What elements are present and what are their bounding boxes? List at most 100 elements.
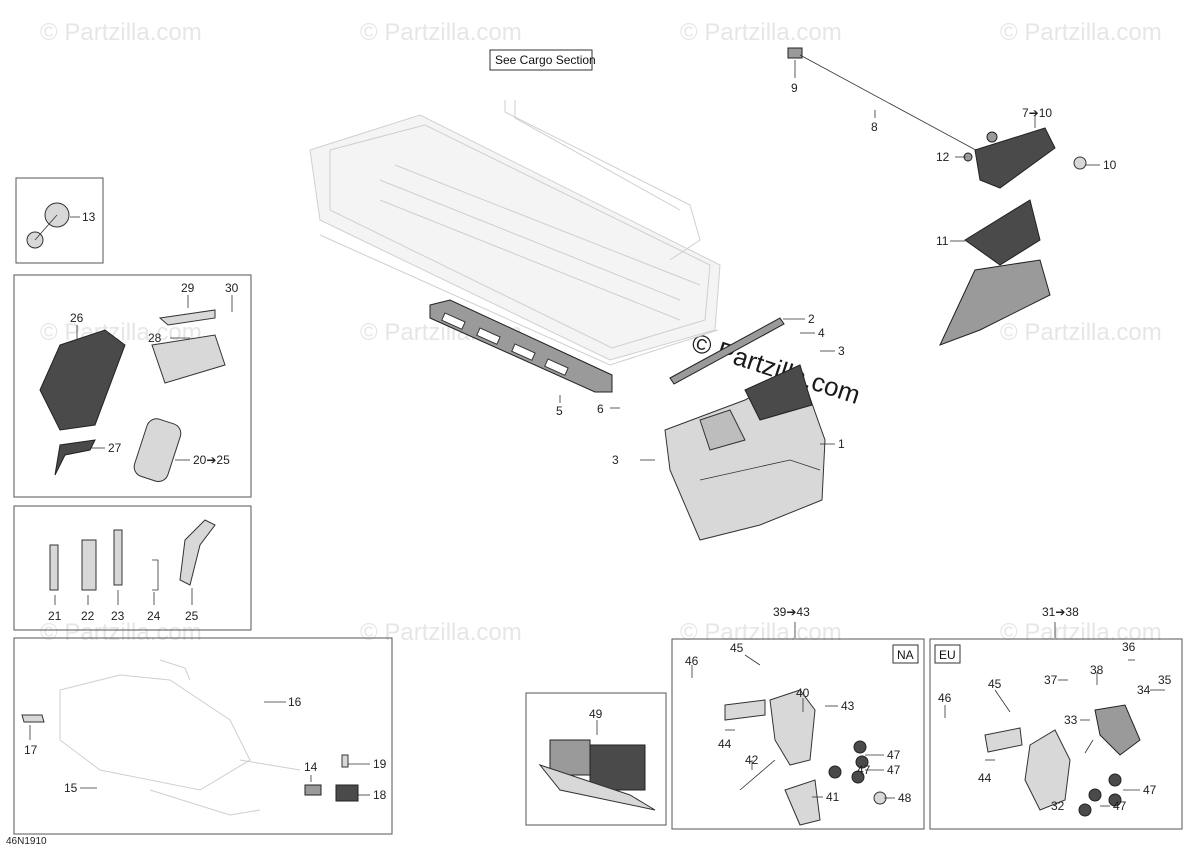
eu-hitch-parts (984, 704, 1141, 817)
watermark: © Partzilla.com (360, 19, 522, 46)
callout-47: 47 (887, 748, 901, 762)
box-tools (13, 505, 252, 631)
callout-27: 27 (108, 441, 122, 455)
callout-47: 47 (1143, 783, 1157, 797)
callout-45: 45 (730, 641, 744, 655)
watermark: © Partzilla.com (360, 619, 522, 646)
callout-12: 12 (936, 150, 950, 164)
callout-17: 17 (24, 743, 38, 757)
callout-25: 25 (185, 609, 199, 623)
callout-28: 28 (148, 331, 162, 345)
region-tag-na: NA (892, 644, 919, 664)
part-28-bag (151, 334, 226, 384)
part-27-clip (54, 439, 96, 476)
box-49 (525, 692, 667, 826)
harness-8-9 (787, 47, 986, 156)
cargo-note: See Cargo Section (489, 49, 596, 71)
callout-48: 48 (898, 791, 912, 805)
callout-3: 3 (612, 453, 619, 467)
callout-8: 8 (871, 120, 878, 134)
part-29-bracket (158, 309, 216, 326)
callout-32: 32 (1051, 799, 1065, 813)
callout-47: 47 (1113, 799, 1127, 813)
tools (49, 519, 216, 591)
callout-10: 10 (1103, 158, 1117, 172)
watermark: © Partzilla.com (680, 619, 842, 646)
callout-38: 38 (1090, 663, 1104, 677)
callout-26: 26 (70, 311, 84, 325)
box-13 (15, 177, 104, 264)
group-na-label: 39➔43 (773, 605, 810, 619)
leader-lines (29, 60, 1165, 807)
callout-11: 11 (936, 234, 949, 248)
callout-42: 42 (745, 753, 759, 767)
callout-35: 35 (1158, 673, 1172, 687)
na-hitch-parts (724, 689, 887, 826)
callout-16: 16 (288, 695, 302, 709)
region-na-text: NA (897, 648, 914, 662)
callout-44: 44 (978, 771, 992, 785)
region-eu-text: EU (939, 648, 956, 662)
part-7-taillight (963, 127, 1087, 189)
snowmobile-outline (21, 659, 359, 816)
watermark: © Partzilla.com (1000, 319, 1162, 346)
watermark: © Partzilla.com (40, 619, 202, 646)
part-1-storage-bag (664, 364, 826, 541)
callout-33: 33 (1064, 713, 1078, 727)
callout-18: 18 (373, 788, 387, 802)
callout-1: 1 (838, 437, 845, 451)
callout-3: 3 (838, 344, 845, 358)
callout-5: 5 (556, 404, 563, 418)
callout-9: 9 (791, 81, 798, 95)
watermark: © Partzilla.com (40, 19, 202, 46)
callout-7-10: 7➔10 (1022, 106, 1052, 120)
callout-46: 46 (685, 654, 699, 668)
callout-20-25: 20➔25 (193, 453, 230, 467)
callout-19: 19 (373, 757, 387, 771)
region-tag-eu: EU (934, 644, 961, 664)
callouts: 1 2 3 3 4 5 6 7➔10 8 9 10 11 12 13 14 15… (24, 81, 1172, 813)
callout-43: 43 (841, 699, 855, 713)
group-eu-label: 31➔38 (1042, 605, 1079, 619)
callout-14: 14 (304, 760, 318, 774)
callout-34: 34 (1137, 683, 1151, 697)
watermark: © Partzilla.com (680, 19, 842, 46)
part-5-strip (429, 299, 613, 393)
callout-37: 37 (1044, 673, 1058, 687)
callout-15: 15 (64, 781, 78, 795)
callout-6: 6 (597, 402, 604, 416)
box-eu (929, 638, 1183, 830)
part-26-holder (39, 329, 126, 431)
cargo-rack-ghost (309, 100, 721, 366)
callout-13: 13 (82, 210, 96, 224)
cargo-note-text: See Cargo Section (495, 53, 596, 67)
callout-21: 21 (48, 609, 62, 623)
callout-46: 46 (938, 691, 952, 705)
callout-44: 44 (718, 737, 732, 751)
callout-41: 41 (826, 790, 840, 804)
callout-23: 23 (111, 609, 125, 623)
callout-47: 47 (887, 763, 901, 777)
part-2-strap (669, 317, 785, 385)
callout-30: 30 (225, 281, 239, 295)
callout-4: 4 (818, 326, 825, 340)
callout-36: 36 (1122, 640, 1136, 654)
callout-29: 29 (181, 281, 195, 295)
watermark: © Partzilla.com (1000, 19, 1162, 46)
callout-40: 40 (796, 686, 810, 700)
callout-45: 45 (988, 677, 1002, 691)
callout-49: 49 (589, 707, 603, 721)
box-na (671, 638, 925, 830)
part-20-25-canister (133, 418, 182, 482)
part-11-housing (939, 199, 1051, 346)
callout-2: 2 (808, 312, 815, 326)
watermark: © Partzilla.com (1000, 619, 1162, 646)
part-49-winch (538, 739, 656, 811)
box-snowmobile (13, 637, 393, 835)
callout-22: 22 (81, 609, 95, 623)
drawing-code: 46N1910 (6, 836, 47, 847)
callout-47: 47 (857, 763, 871, 777)
part-13-knob (26, 202, 70, 249)
box-tool-kit (13, 274, 252, 498)
